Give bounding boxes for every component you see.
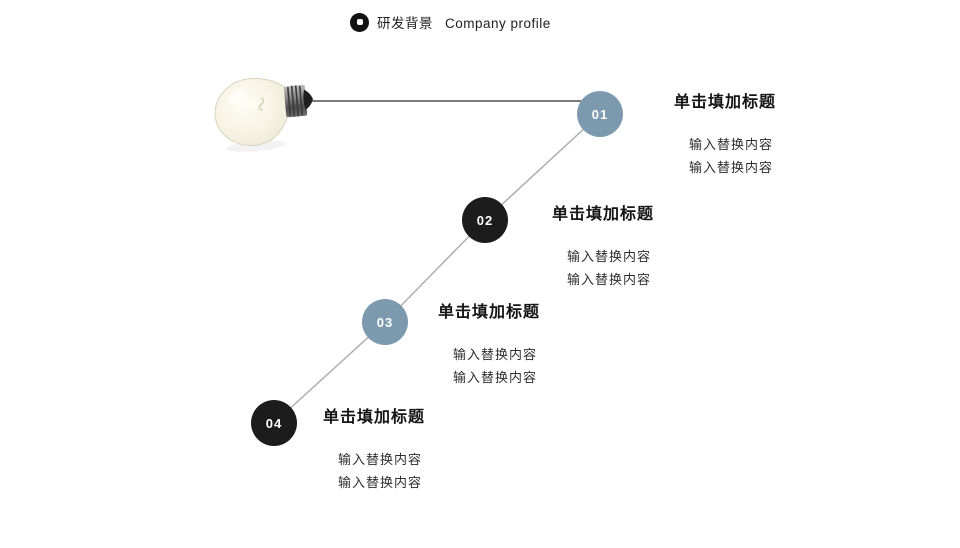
step-block-01: 单击填加标题 输入替换内容 输入替换内容 bbox=[674, 92, 776, 179]
step-number: 03 bbox=[376, 314, 394, 330]
step-block-02: 单击填加标题 输入替换内容 输入替换内容 bbox=[552, 204, 654, 291]
step-lines: 输入替换内容 输入替换内容 bbox=[438, 343, 540, 389]
bullseye-icon bbox=[350, 12, 369, 32]
step-title[interactable]: 单击填加标题 bbox=[323, 409, 426, 426]
header-title-zh: 研发背景 bbox=[377, 16, 433, 31]
step-line[interactable]: 输入替换内容 bbox=[567, 272, 652, 287]
step-number: 02 bbox=[476, 212, 494, 228]
step-line[interactable]: 输入替换内容 bbox=[689, 137, 774, 152]
diagonal-connector-line bbox=[273, 113, 601, 424]
step-line[interactable]: 输入替换内容 bbox=[338, 475, 423, 490]
step-line[interactable]: 输入替换内容 bbox=[453, 347, 538, 362]
step-number: 04 bbox=[265, 415, 283, 431]
step-circle-01[interactable]: 01 bbox=[577, 91, 623, 137]
step-line[interactable]: 输入替换内容 bbox=[567, 249, 652, 264]
step-lines: 输入替换内容 输入替换内容 bbox=[323, 448, 425, 494]
step-block-04: 单击填加标题 输入替换内容 输入替换内容 bbox=[323, 407, 425, 494]
step-lines: 输入替换内容 输入替换内容 bbox=[552, 245, 654, 291]
step-title[interactable]: 单击填加标题 bbox=[674, 94, 777, 111]
header-title: 研发背景 Company profile bbox=[377, 12, 551, 32]
lightbulb-graphic bbox=[214, 78, 313, 152]
step-block-03: 单击填加标题 输入替换内容 输入替换内容 bbox=[438, 302, 540, 389]
step-lines: 输入替换内容 输入替换内容 bbox=[674, 133, 776, 179]
slide-header: 研发背景 Company profile bbox=[350, 10, 551, 34]
step-title[interactable]: 单击填加标题 bbox=[552, 206, 655, 223]
header-title-en: Company profile bbox=[445, 16, 551, 31]
step-line[interactable]: 输入替换内容 bbox=[453, 370, 538, 385]
step-circle-04[interactable]: 04 bbox=[251, 400, 297, 446]
step-title[interactable]: 单击填加标题 bbox=[438, 304, 541, 321]
step-circle-02[interactable]: 02 bbox=[462, 197, 508, 243]
step-line[interactable]: 输入替换内容 bbox=[689, 160, 774, 175]
step-circle-03[interactable]: 03 bbox=[362, 299, 408, 345]
step-line[interactable]: 输入替换内容 bbox=[338, 452, 423, 467]
step-number: 01 bbox=[591, 106, 609, 122]
